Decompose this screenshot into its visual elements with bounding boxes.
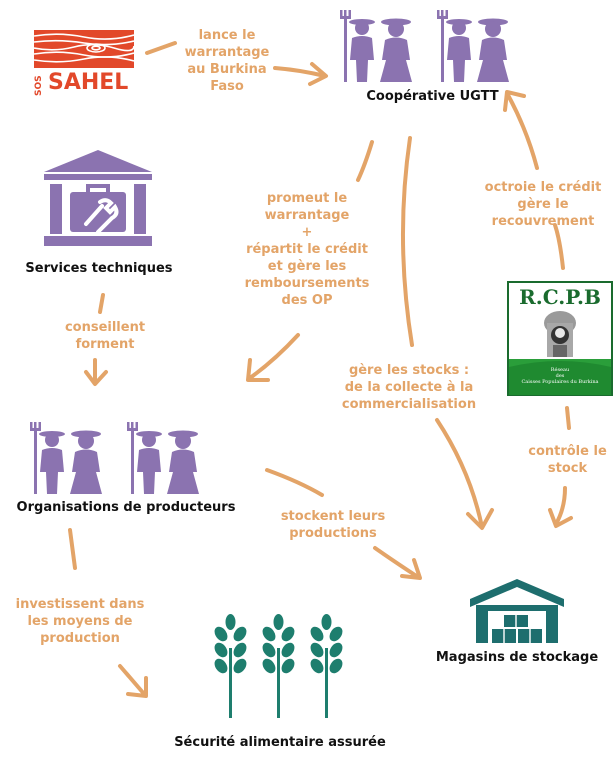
sahel-text: SAHEL [48,70,129,95]
flow-label-services-to-producers: conseillent forment [50,319,160,353]
arrow-rcpb-to-storage-2 [548,486,573,528]
arrow-rcpb-to-cooperative-2 [503,90,539,170]
arrow-services-to-producers-2 [84,358,108,386]
rcpb-caption-line2: des [555,373,565,379]
arrow-rcpb-to-storage [565,406,571,430]
flow-text-line: warrantage [184,45,270,60]
flow-label-producers-to-storage: stockent leurs productions [268,508,398,542]
flow-text-line: contrôle le [528,444,607,459]
flow-text-line: gère le [517,197,569,212]
flow-text-line: répartit le crédit [246,242,368,257]
rcpb-tower-icon [509,311,611,395]
arrow-producers-to-food [68,528,77,570]
flow-text-line: investissent dans [15,597,145,612]
flow-text-line: et gère les [267,259,347,274]
arrow-producers-to-storage [265,468,324,497]
flow-text-line: conseillent [64,320,146,335]
flow-text-line: remboursements [244,276,370,291]
flow-text-line: de la collecte à la [344,380,474,395]
arrow-producers-to-storage-2 [373,546,422,580]
flow-text-line: octroie le crédit [484,180,602,195]
arrow-cooperative-to-storage [400,136,414,347]
flow-text-line: lance le [198,28,256,43]
warehouse-icon [470,579,564,643]
sos-sahel-logo: SOS SAHEL [34,30,134,98]
arrow-cooperative-to-producers-2 [246,333,300,382]
flow-label-cooperative-to-storage: gère les stocks : de la collecte à la co… [334,362,484,413]
cooperative-farmers-icon [340,10,509,82]
flow-text-line: des OP [281,293,333,308]
rcpb-caption: Réseau des Caisses Populaires du Burkina [509,367,611,385]
bank-building-icon [44,150,152,246]
arrow-services-to-producers [98,293,105,314]
arrow-cooperative-to-storage-2 [435,418,494,530]
arrow-producers-to-food-2 [118,664,148,698]
flow-text-line: commercialisation [341,397,477,412]
rcpb-caption-line1: Réseau [550,367,570,373]
flow-label-cooperative-to-producers: promeut le warrantage + répartit le créd… [232,190,382,309]
flow-text-line: forment [75,337,135,352]
cooperative-label: Coopérative UGTT [366,89,499,104]
arrow-sahel-to-cooperative-head [273,62,328,86]
rcpb-title: R.C.P.B [519,285,601,309]
flow-text-line: gère les stocks : [348,363,470,378]
flow-label-producers-to-food: investissent dans les moyens de producti… [10,596,150,647]
services-label: Services techniques [25,261,173,276]
producers-label: Organisations de producteurs [16,500,236,515]
flow-label-rcpb-to-storage: contrôle le stock [520,443,615,477]
flow-text-line: les moyens de [27,614,133,629]
flow-text-line: stock [547,461,588,476]
rcpb-logo: R.C.P.B Réseau des Caisses Populaires du… [507,281,613,396]
flow-text-line: recouvrement [491,214,595,229]
flow-text-line: au Burkina [187,62,267,77]
flow-text-line: + [301,225,313,240]
sahel-wood-pattern [34,30,134,68]
producers-farmers-icon [30,422,199,494]
flow-text-line: productions [289,526,377,541]
flow-text-line: production [40,631,120,646]
flow-text-line: warrantage [264,208,350,223]
flow-label-rcpb-to-cooperative: octroie le crédit gère le recouvrement [473,179,613,230]
food-security-label: Sécurité alimentaire assurée [174,735,386,750]
storage-label: Magasins de stockage [435,650,599,665]
arrow-sahel-to-cooperative [145,41,177,55]
sos-text: SOS [34,75,44,96]
flow-label-sahel-to-cooperative: lance le warrantage au Burkina Faso [172,27,282,95]
flow-text-line: stockent leurs [280,509,386,524]
flow-text-line: Faso [210,79,244,94]
wheat-icon [214,614,343,718]
arrow-rcpb-to-cooperative [553,223,565,270]
flow-text-line: promeut le [266,191,348,206]
rcpb-caption-line3: Caisses Populaires du Burkina [521,379,599,385]
arrow-cooperative-to-producers [356,140,374,182]
